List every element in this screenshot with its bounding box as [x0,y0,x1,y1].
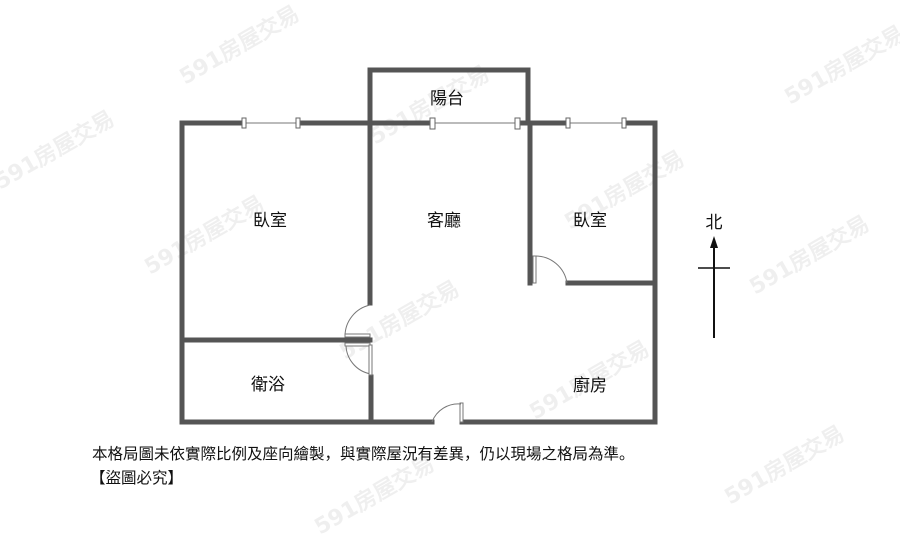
doors [344,255,568,423]
windows [241,117,627,130]
walls [179,67,658,425]
north-label: 北 [706,213,723,233]
room-label-balcony: 陽台 [430,89,464,109]
room-label-kitchen: 廚房 [573,375,607,396]
watermark: 591房屋交易 [0,106,119,195]
watermark: 591房屋交易 [335,276,464,365]
copyright-note: 【盜圖必究】 [90,469,184,487]
room-label-bedroom-left: 臥室 [253,211,287,231]
room-label-living-room: 客廳 [427,211,461,231]
watermark: 591房屋交易 [720,421,849,510]
watermark: 591房屋交易 [310,451,439,540]
room-labels: 臥室 客廳 臥室 陽台 衛浴 廚房 [251,89,607,396]
watermark: 591房屋交易 [745,211,874,300]
room-label-bathroom: 衛浴 [251,375,285,395]
room-label-bedroom-right: 臥室 [573,211,607,231]
watermark: 591房屋交易 [780,21,900,110]
watermark: 591房屋交易 [175,1,304,90]
north-compass: 北 [698,213,730,338]
disclaimer-note: 本格局圖未依實際比例及座向繪製，與實際屋況有差異，仍以現場之格局為準。 [92,445,635,463]
watermark: 591房屋交易 [140,191,269,280]
